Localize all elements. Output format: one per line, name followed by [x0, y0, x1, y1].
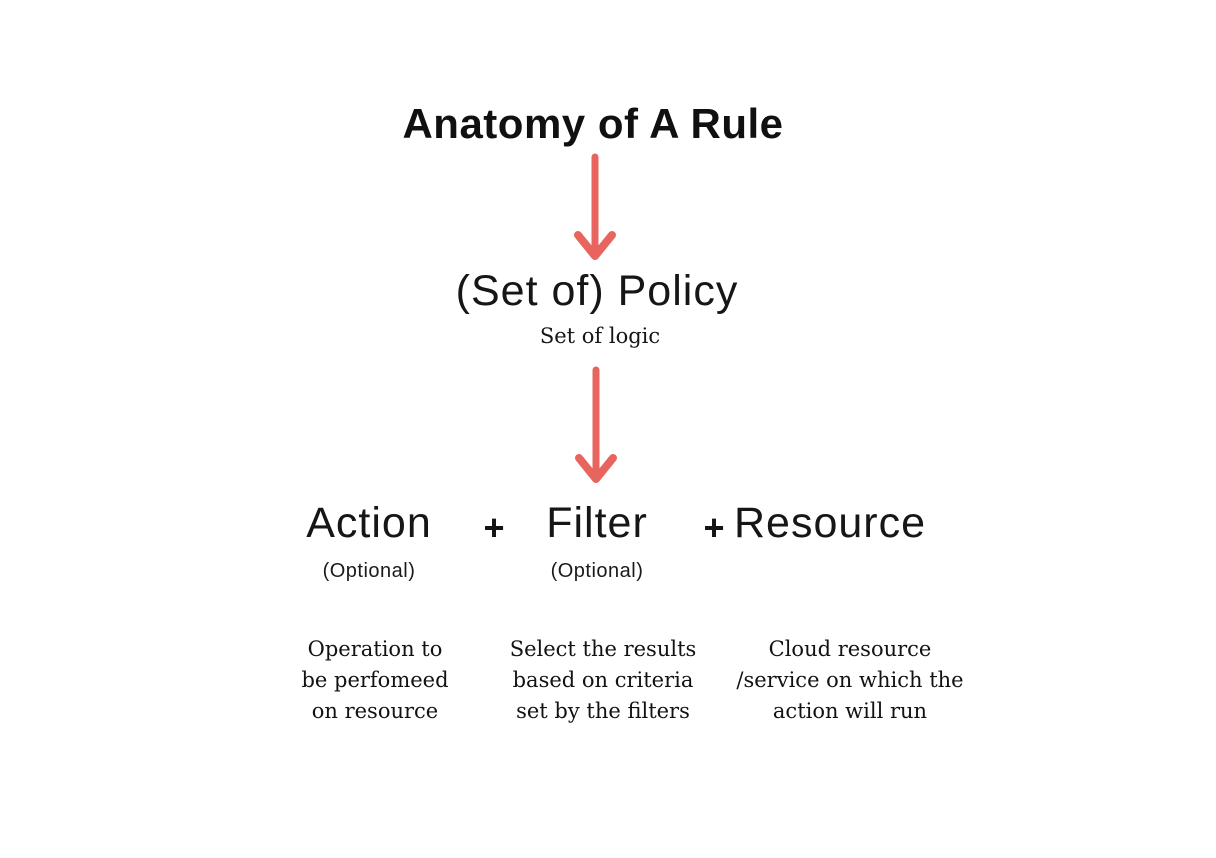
resource-label: Resource — [733, 499, 927, 547]
filter-optional-note: (Optional) — [550, 560, 644, 582]
down-arrow-icon — [575, 366, 617, 483]
filter-description: Select the results based on criteria set… — [509, 637, 697, 723]
down-arrow-icon — [574, 153, 616, 260]
page-title: Anatomy of A Rule — [402, 100, 784, 147]
plus-sign: + — [703, 507, 725, 548]
policy-sublabel: Set of logic — [539, 324, 661, 348]
action-optional-note: (Optional) — [322, 560, 416, 582]
plus-sign: + — [483, 507, 505, 548]
action-label: Action — [306, 499, 432, 547]
action-description: Operation to be perfomeed on resource — [301, 637, 449, 723]
filter-label: Filter — [546, 499, 648, 547]
policy-label: (Set of) Policy — [455, 267, 739, 315]
resource-description: Cloud resource /service on which the act… — [736, 637, 964, 723]
